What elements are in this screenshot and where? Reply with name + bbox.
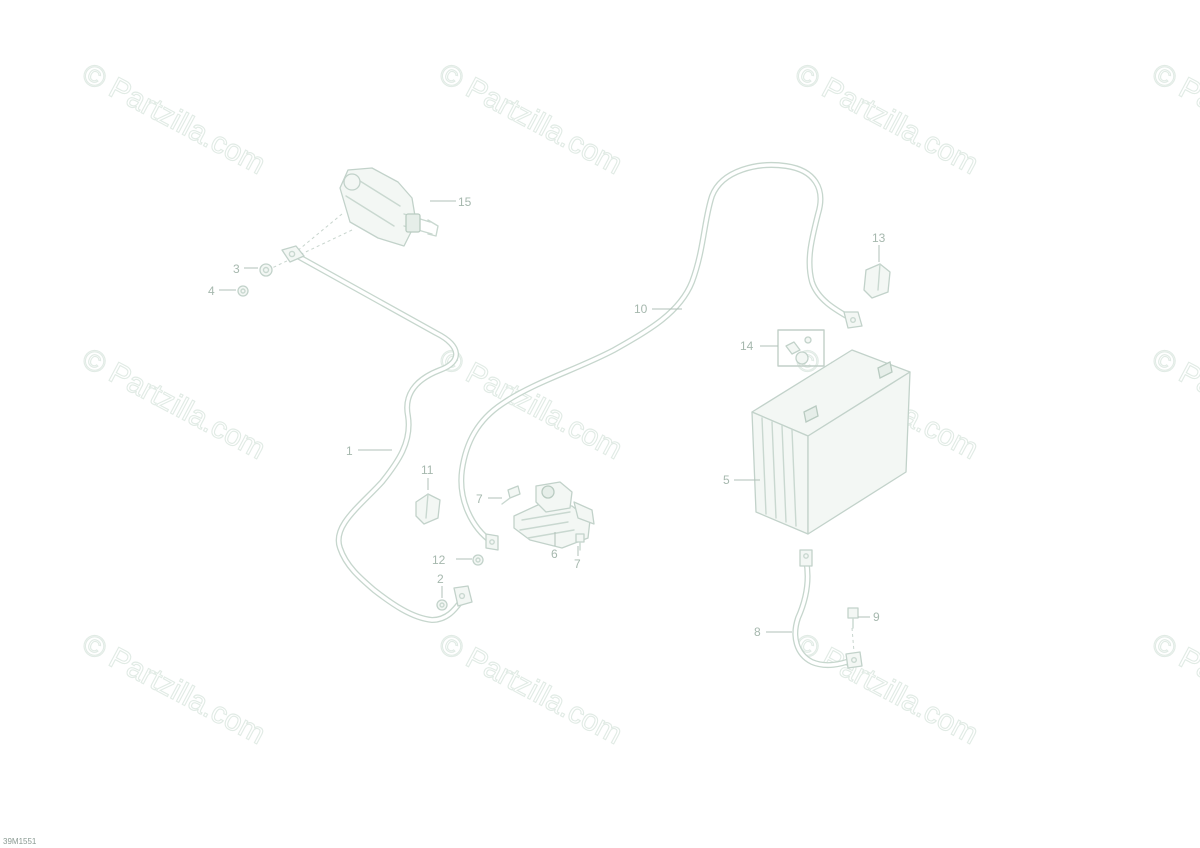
battery[interactable] — [751, 349, 911, 535]
solenoid-bolt[interactable] — [501, 485, 521, 505]
watermark: © Partzilla.com — [1147, 342, 1200, 466]
callout-5[interactable]: 5 — [723, 473, 730, 487]
watermark: © Partzilla.com — [1147, 627, 1200, 751]
watermark: © Partzilla.com — [434, 627, 628, 751]
watermark: © Partzilla.com — [77, 57, 271, 181]
starter-solenoid[interactable] — [513, 481, 595, 549]
leader-lines — [219, 200, 880, 633]
watermark: © Partzilla.com — [77, 627, 271, 751]
callout-6[interactable]: 6 — [551, 547, 558, 561]
callouts: 15 3 4 1 11 7 12 2 6 7 10 13 14 5 8 9 — [208, 195, 886, 639]
callout-15[interactable]: 15 — [458, 195, 472, 209]
watermark: © Partzilla.com — [1147, 57, 1200, 181]
starter-motor[interactable] — [339, 167, 439, 247]
callout-1[interactable]: 1 — [346, 444, 353, 458]
callout-12[interactable]: 12 — [432, 553, 446, 567]
callout-4[interactable]: 4 — [208, 284, 215, 298]
callout-3[interactable]: 3 — [233, 262, 240, 276]
callout-2[interactable]: 2 — [437, 572, 444, 586]
battery-cable-positive[interactable] — [458, 162, 863, 551]
callout-7[interactable]: 7 — [476, 492, 483, 506]
callout-8[interactable]: 8 — [754, 625, 761, 639]
watermarks: © Partzilla.com © Partzilla.com © Partzi… — [76, 56, 1200, 751]
starter-mount-guide — [271, 213, 353, 269]
watermark: © Partzilla.com — [790, 627, 984, 751]
watermark: © Partzilla.com — [790, 57, 984, 181]
diagram-code: 39M1551 — [3, 837, 37, 846]
ground-bolt-guide — [851, 627, 855, 653]
callout-7[interactable]: 7 — [574, 557, 581, 571]
callout-10[interactable]: 10 — [634, 302, 648, 316]
washer[interactable] — [259, 263, 273, 277]
solenoid-bolt[interactable] — [575, 533, 585, 551]
watermark: © Partzilla.com — [434, 57, 628, 181]
battery-cable-negative[interactable] — [792, 549, 863, 669]
cable-end-nut[interactable] — [436, 599, 448, 611]
watermark: © Partzilla.com — [77, 342, 271, 466]
callout-14[interactable]: 14 — [740, 339, 754, 353]
callout-13[interactable]: 13 — [872, 231, 886, 245]
terminal-cap[interactable] — [415, 493, 441, 525]
battery-terminal-cap[interactable] — [863, 263, 891, 299]
callout-9[interactable]: 9 — [873, 610, 880, 624]
starter-cable[interactable] — [281, 245, 473, 623]
ground-bolt[interactable] — [847, 607, 859, 629]
nut[interactable] — [237, 285, 249, 297]
terminal-bolt-kit[interactable] — [777, 329, 825, 367]
solenoid-nut[interactable] — [472, 554, 484, 566]
callout-11[interactable]: 11 — [421, 463, 434, 477]
